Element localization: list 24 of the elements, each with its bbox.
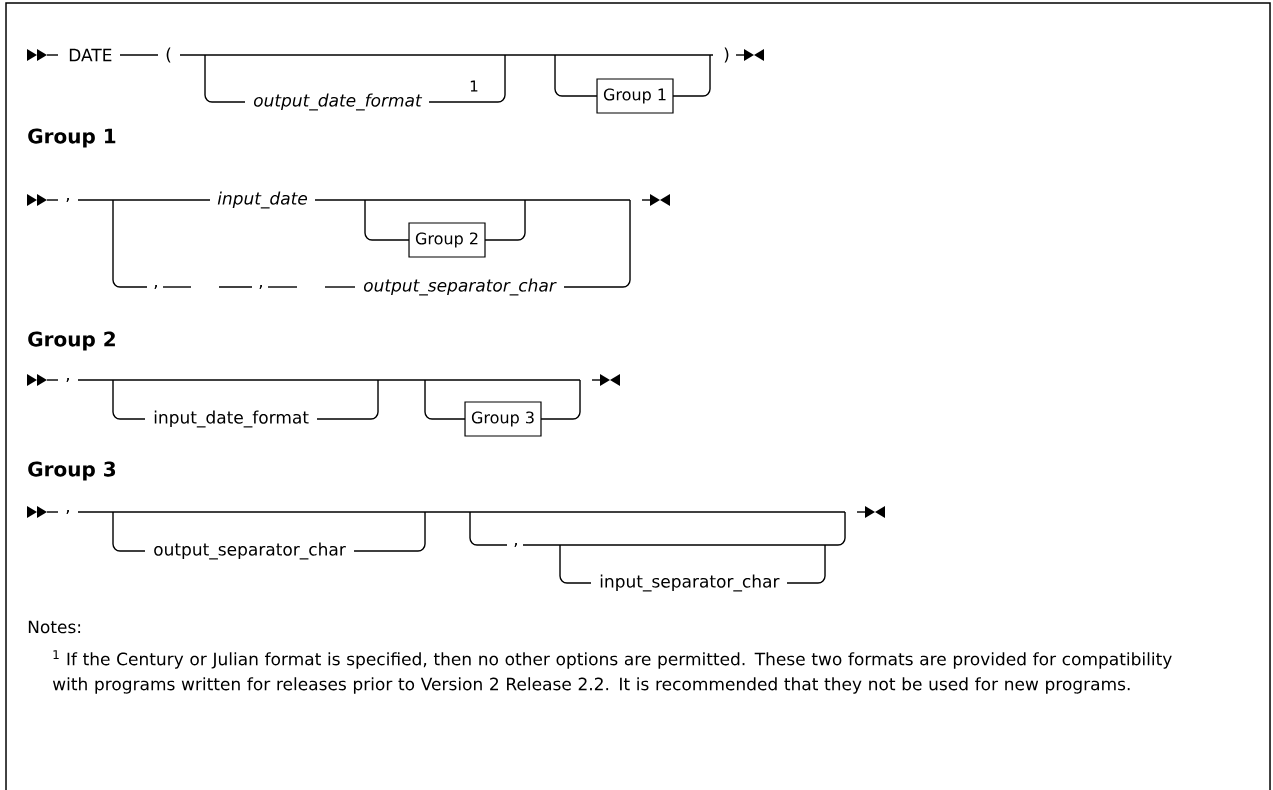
notes-heading: Notes: — [28, 620, 81, 634]
parenthesis: ) — [724, 47, 729, 63]
group-reference-box: Group 2 — [408, 222, 486, 258]
comma: , — [66, 509, 69, 515]
keyword: output_separator_char — [154, 542, 346, 560]
footnote-reference: 1 — [470, 80, 478, 92]
keyword: DATE — [69, 48, 112, 62]
footnote-text: $^{1}$ If the Century or Julian format is specified, then no other options are permitted. These two formats are provided for compatibility with programs written for releases prior to Version 2 Release 2.2. It is recommended that they not be used for new programs. — [52, 650, 1172, 694]
variable: output_separator_char — [364, 278, 557, 296]
comma: , — [66, 377, 69, 383]
parenthesis: ( — [166, 47, 171, 63]
variable: output_date_format — [254, 93, 423, 111]
keyword: input_separator_char — [600, 574, 780, 592]
comma: , — [514, 542, 517, 548]
fragment-heading: Group 2 — [28, 331, 115, 351]
comma: , — [66, 197, 69, 203]
keyword: input_date_format — [154, 410, 309, 428]
group-reference-box: Group 1 — [596, 78, 674, 114]
variable: input_date — [217, 191, 308, 209]
comma: , — [154, 284, 157, 290]
group-reference-box: Group 3 — [464, 401, 542, 437]
comma: , — [259, 284, 262, 290]
fragment-heading: Group 3 — [28, 461, 116, 481]
fragment-heading: Group 1 — [28, 128, 116, 148]
